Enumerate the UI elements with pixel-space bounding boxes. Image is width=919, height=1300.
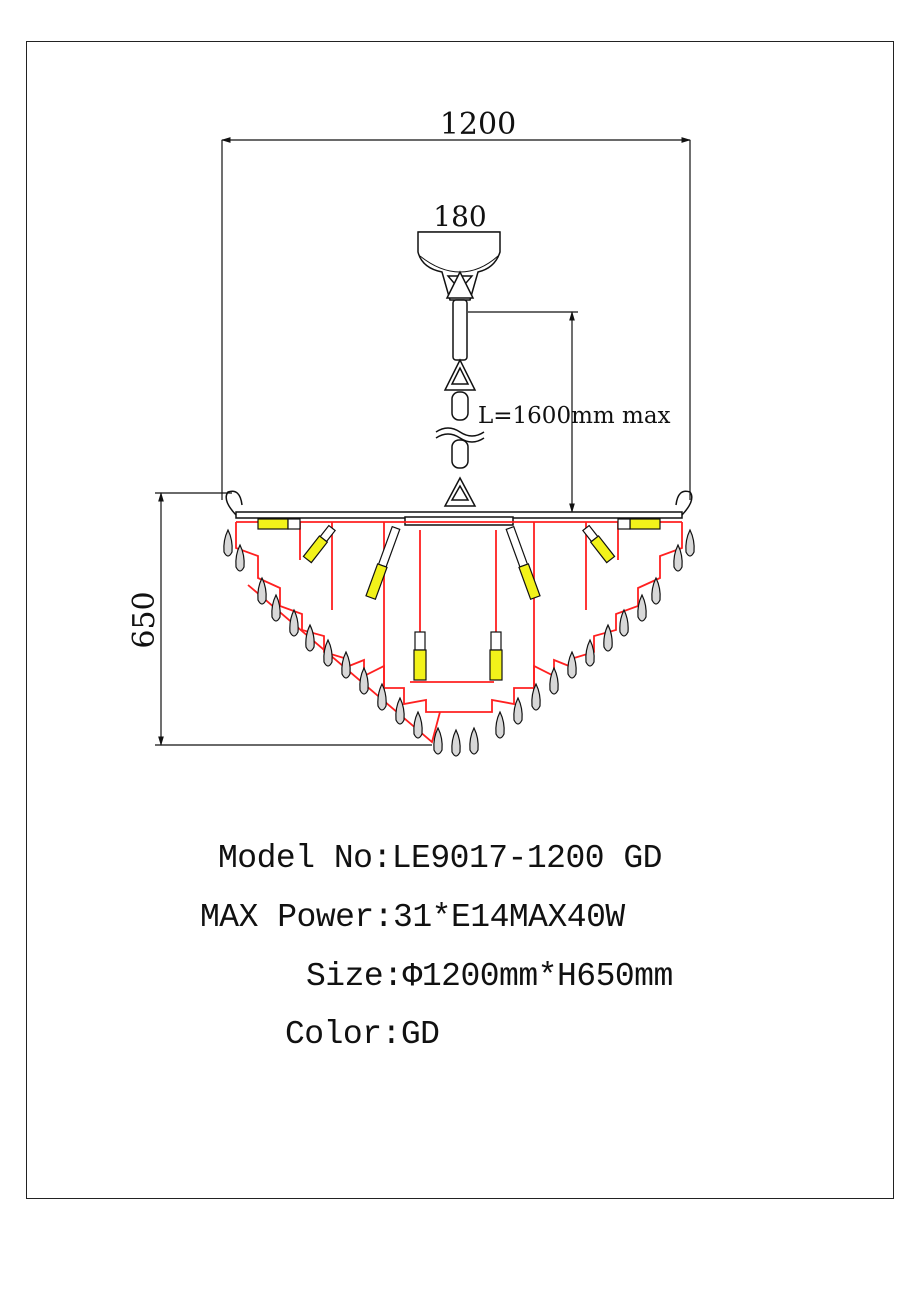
power-value: 31*E14MAX40W bbox=[393, 899, 625, 936]
crystal-drop bbox=[289, 608, 299, 637]
crystal-drop bbox=[223, 528, 233, 557]
power-label: MAX Power: bbox=[200, 899, 394, 936]
width-dimension: 1200 bbox=[221, 107, 691, 500]
crystal-drop bbox=[451, 728, 461, 757]
canopy-dimension: 180 bbox=[418, 200, 500, 233]
wire-frame bbox=[235, 521, 683, 744]
crystal-drop bbox=[567, 650, 577, 679]
model-label: Model No: bbox=[218, 840, 392, 877]
crystal-drop bbox=[495, 710, 505, 739]
crystal-drop bbox=[619, 608, 629, 637]
crystal-drop bbox=[531, 682, 541, 711]
color-line: Color:GD bbox=[285, 1016, 440, 1053]
crystal-drop bbox=[637, 593, 647, 622]
crystal-drop bbox=[413, 710, 423, 739]
chain bbox=[435, 270, 485, 507]
crystal-drop bbox=[235, 543, 245, 572]
crystal-drop bbox=[673, 543, 683, 572]
crystal-drop bbox=[359, 666, 369, 695]
crystal-drop bbox=[603, 623, 613, 652]
crystal-drop bbox=[377, 682, 387, 711]
model-number-line: Model No:LE9017-1200 GD bbox=[218, 840, 662, 877]
size-line: Size:Φ1200mm*H650mm bbox=[306, 958, 673, 995]
sheet-border bbox=[26, 41, 894, 1199]
crystal-drop bbox=[395, 696, 405, 725]
bulbs bbox=[257, 518, 661, 681]
crystal-drop bbox=[513, 696, 523, 725]
crystal-drop bbox=[305, 623, 315, 652]
crystal-drop bbox=[651, 576, 661, 605]
chain-length-dimension: L=1600mm max bbox=[468, 311, 671, 513]
color-value: GD bbox=[400, 1016, 440, 1053]
crystal-drops bbox=[223, 528, 695, 757]
crystal-drop bbox=[469, 726, 479, 755]
crystal-drop bbox=[685, 528, 695, 557]
width-label: 1200 bbox=[440, 107, 516, 142]
crystal-drop bbox=[271, 593, 281, 622]
model-value: LE9017-1200 GD bbox=[391, 840, 663, 877]
crystal-drop bbox=[433, 726, 443, 755]
max-power-line: MAX Power:31*E14MAX40W bbox=[200, 899, 625, 936]
crystal-drop bbox=[585, 638, 595, 667]
color-label: Color: bbox=[285, 1016, 401, 1053]
height-dimension: 650 bbox=[127, 492, 432, 746]
crystal-drop bbox=[257, 576, 267, 605]
crystal-drop bbox=[341, 650, 351, 679]
height-label: 650 bbox=[127, 591, 162, 648]
crystal-drop bbox=[323, 638, 333, 667]
frame-ring bbox=[225, 490, 693, 526]
crystal-drop bbox=[549, 666, 559, 695]
size-label: Size: bbox=[306, 958, 403, 995]
size-value: Φ1200mm*H650mm bbox=[402, 958, 674, 995]
chain-length-label: L=1600mm max bbox=[478, 403, 671, 429]
canopy-label: 180 bbox=[433, 200, 486, 233]
